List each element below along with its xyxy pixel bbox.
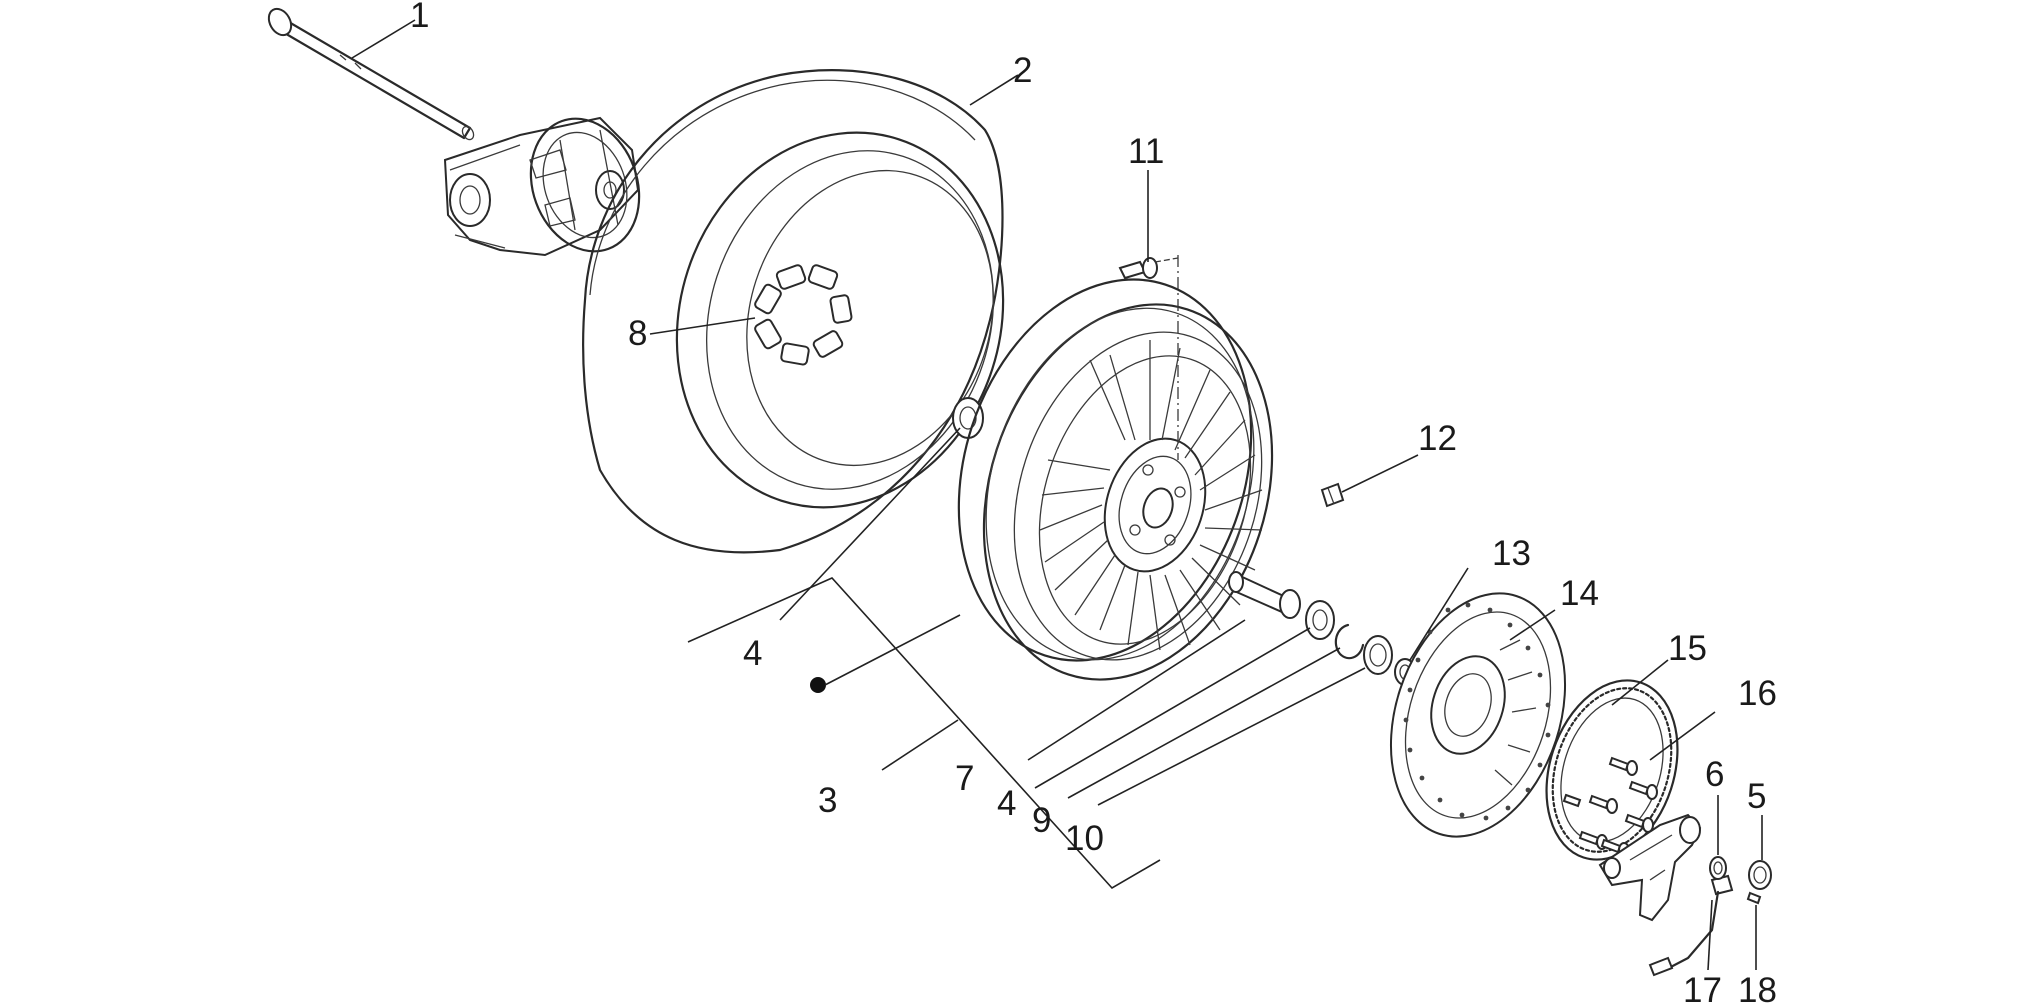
callout-8: 8 bbox=[628, 314, 647, 353]
assembly-marker-dot bbox=[810, 677, 826, 693]
callout-16: 16 bbox=[1738, 674, 1777, 713]
callout-12: 12 bbox=[1418, 419, 1457, 458]
part-5-nut bbox=[1748, 860, 1772, 890]
part-8-damper-rubbers bbox=[754, 264, 853, 366]
callout-15: 15 bbox=[1668, 629, 1707, 668]
callout-18: 18 bbox=[1738, 971, 1777, 1005]
callout-labels: 1 2 3 4 4 5 6 7 8 9 10 11 12 13 14 15 16… bbox=[410, 0, 1777, 1005]
callout-13: 13 bbox=[1492, 534, 1531, 573]
part-2-tyre bbox=[582, 69, 1005, 554]
callout-14: 14 bbox=[1560, 574, 1599, 613]
callout-4-right: 4 bbox=[997, 784, 1016, 823]
part-18-screw bbox=[1746, 891, 1762, 905]
callout-5: 5 bbox=[1747, 777, 1766, 816]
part-11-valve bbox=[1118, 255, 1179, 460]
leader-lines bbox=[351, 19, 1763, 971]
part-7-spacer bbox=[1228, 571, 1301, 619]
callout-17: 17 bbox=[1683, 971, 1722, 1005]
callout-6: 6 bbox=[1705, 755, 1724, 794]
part-4-bearing-right bbox=[1305, 600, 1335, 640]
part-1-axle bbox=[267, 7, 475, 141]
part-17-abs-sensor bbox=[1648, 874, 1734, 977]
part-14-brake-disc bbox=[1389, 592, 1567, 838]
callout-11: 11 bbox=[1128, 132, 1164, 171]
callout-3: 3 bbox=[818, 781, 837, 820]
callout-10: 10 bbox=[1065, 819, 1104, 858]
assembly-bracket-3 bbox=[687, 577, 1161, 890]
callout-9: 9 bbox=[1032, 801, 1051, 840]
callout-2: 2 bbox=[1013, 51, 1032, 90]
abs-sensor-bracket bbox=[1598, 813, 1702, 922]
part-6-washer bbox=[1709, 856, 1727, 880]
part-12-weight bbox=[1320, 482, 1345, 508]
part-10-seal bbox=[1363, 635, 1393, 675]
part-9-circlip bbox=[1334, 623, 1365, 660]
part-3-rim bbox=[957, 278, 1274, 681]
callout-4-left: 4 bbox=[743, 634, 762, 673]
callout-7: 7 bbox=[955, 759, 974, 798]
final-drive-housing bbox=[443, 116, 641, 257]
part-4-bearing-left bbox=[952, 397, 984, 439]
callout-1: 1 bbox=[410, 0, 429, 35]
